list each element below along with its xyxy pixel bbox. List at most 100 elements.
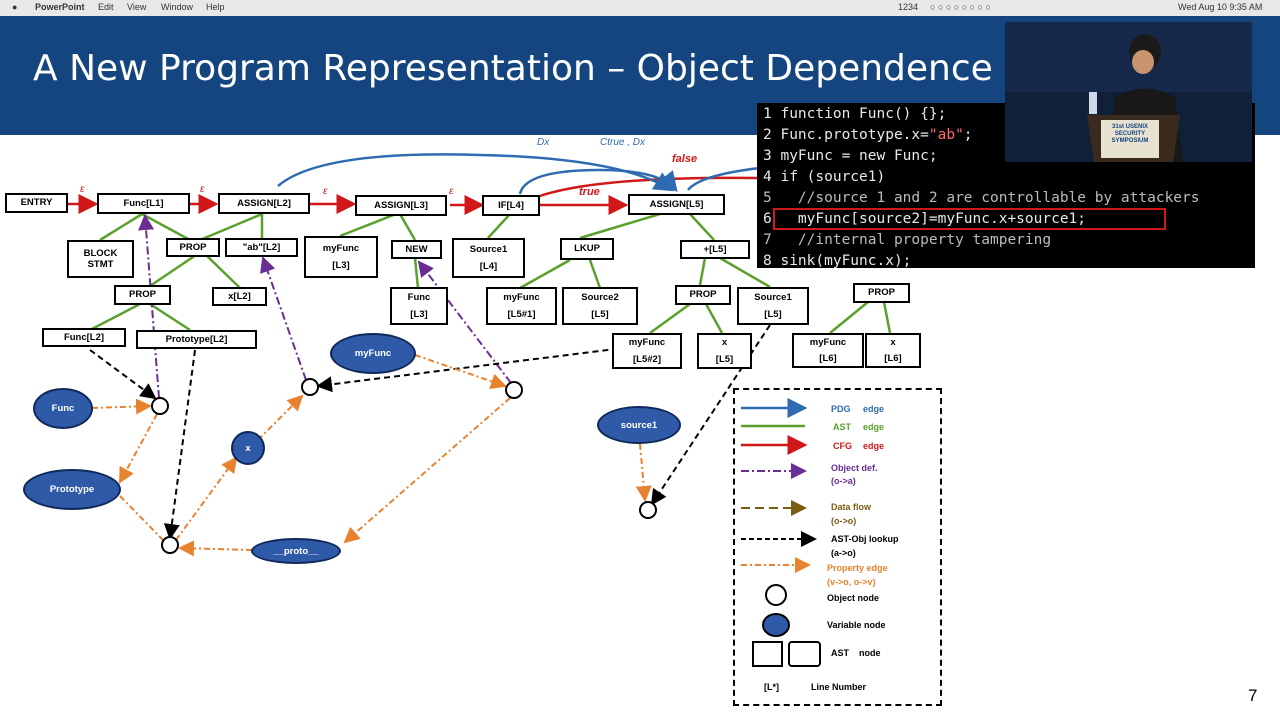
legend-cfg-edge: edge	[863, 441, 885, 451]
code-line-text: sink(myFunc.x);	[780, 253, 912, 269]
code-line-num: 7	[763, 232, 772, 248]
code-line-text: ;	[963, 127, 973, 143]
node-new: NEW	[391, 240, 442, 259]
legend-astnode-2: node	[859, 648, 881, 658]
legend-linenum: Line Number	[811, 682, 867, 692]
input-status[interactable]: 1234	[898, 2, 919, 12]
code-line-4: 4 if (source1)	[763, 169, 885, 185]
code-line-3: 3 myFunc = new Func;	[763, 148, 938, 164]
source2-text: Source2	[581, 292, 619, 304]
menu-help[interactable]: Help	[206, 2, 225, 12]
node-myfunc-l3: myFunc [L3]	[304, 236, 378, 278]
legend-objdef-sub: (o->a)	[831, 476, 856, 486]
node-source1-l4: Source1 [L4]	[452, 238, 525, 278]
status-icons[interactable]: ○ ○ ○ ○ ○ ○ ○ ○	[930, 2, 991, 12]
menu-clock[interactable]: Wed Aug 10 9:35 AM	[1178, 2, 1263, 12]
code-line-text: Func.prototype.x=	[780, 127, 929, 143]
code-line-num: 3	[763, 148, 772, 164]
legend-objnode: Object node	[827, 593, 880, 603]
cfg-edges	[68, 176, 761, 215]
legend: PDG edge AST edge CFG edge Object def. (…	[733, 388, 942, 706]
node-prop-4: PROP	[853, 283, 910, 303]
l5-2-text: [L5#2]	[633, 353, 661, 365]
code-line-6: 6 myFunc[source2]=myFunc.x+source1;	[763, 211, 1086, 227]
myfunc-l5-text: myFunc	[503, 292, 540, 304]
legend-symbols	[741, 398, 821, 667]
node-assign-l3: ASSIGN[L3]	[355, 195, 447, 216]
l5-text: [L5]	[591, 308, 609, 320]
legend-astobj-sub: (a->o)	[831, 548, 856, 558]
legend-ast: AST	[833, 422, 851, 432]
func-text: Func	[407, 292, 431, 304]
node-myfunc-l5-1: myFunc [L5#1]	[486, 287, 557, 325]
code-line-num: 8	[763, 253, 772, 269]
dx-label: Dx	[537, 137, 550, 148]
legend-varnode: Variable node	[827, 620, 886, 630]
object-nodes	[151, 378, 657, 554]
var-prototype: Prototype	[23, 469, 121, 510]
true-label: true	[579, 186, 600, 198]
l6b-text: [L6]	[884, 353, 902, 364]
legend-ast-edge: edge	[863, 422, 885, 432]
stmt-text: STMT	[87, 259, 114, 270]
node-myfunc-l6: myFunc [L6]	[792, 333, 864, 368]
node-source2-l5: Source2 [L5]	[562, 287, 638, 325]
x-l6-text: x	[890, 336, 896, 348]
var-x: x	[231, 431, 265, 465]
node-func-l1: Func[L1]	[97, 193, 190, 214]
ast-edges	[89, 212, 892, 335]
node-func-l3: Func [L3]	[390, 287, 448, 325]
node-prop-2: PROP	[114, 285, 171, 305]
node-assign-l2: ASSIGN[L2]	[218, 193, 310, 214]
node-prototype-l2: Prototype[L2]	[136, 330, 257, 349]
legend-astobj: AST-Obj lookup	[831, 534, 899, 544]
legend-cfg: CFG	[833, 441, 852, 451]
myfunc-text: myFunc	[322, 242, 360, 254]
legend-objdef: Object def.	[831, 463, 878, 473]
menu-view[interactable]: View	[127, 2, 147, 12]
node-source1-l5: Source1 [L5]	[737, 287, 809, 325]
code-line-num: 1	[763, 106, 772, 122]
code-line-7: 7 //internal property tampering	[763, 232, 1051, 248]
legend-dataflow: Data flow	[831, 502, 872, 512]
source1b-text: Source1	[754, 292, 792, 304]
code-line-num: 2	[763, 127, 772, 143]
l3-text: [L3]	[332, 260, 350, 271]
l5c-text: [L5]	[715, 353, 734, 365]
code-line-num: 5	[763, 190, 772, 206]
apple-icon[interactable]: ●	[12, 2, 18, 12]
eps-label-1: ε	[80, 184, 85, 195]
code-line-8: 8 sink(myFunc.x);	[763, 253, 911, 269]
legend-pdg-edge: edge	[863, 404, 885, 414]
speaker-video: 31st USENIX SECURITY SYMPOSIUM	[1005, 22, 1252, 162]
code-line-text: //source 1 and 2 are controllable by att…	[780, 190, 1200, 206]
node-x-l2: x[L2]	[212, 287, 267, 306]
podium-sign: 31st USENIX SECURITY SYMPOSIUM	[1111, 124, 1149, 145]
menu-window[interactable]: Window	[161, 2, 194, 12]
false-label: false	[672, 153, 698, 165]
code-line-num: 6	[763, 211, 772, 227]
property-edges	[91, 354, 652, 557]
legend-dataflow-sub: (o->o)	[831, 516, 857, 526]
legend-propedge-sub: (v->o, o->v)	[827, 577, 876, 587]
var-func: Func	[33, 388, 93, 429]
code-line-text: myFunc[source2]=myFunc.x+source1;	[780, 211, 1087, 227]
legend-linenum-sym: [L*]	[764, 682, 779, 692]
node-ab-l2: "ab"[L2]	[225, 238, 298, 257]
menu-bar: ● PowerPoint Edit View Window Help 1234 …	[0, 0, 1280, 16]
code-line-text: if (source1)	[780, 169, 886, 185]
code-line-text: //internal property tampering	[780, 232, 1052, 248]
node-plus-l5: +[L5]	[680, 240, 750, 259]
menu-edit[interactable]: Edit	[98, 2, 114, 12]
l5b-text: [L5]	[764, 308, 782, 320]
code-line-text: function Func() {};	[780, 106, 947, 122]
node-lkup: LKUP	[560, 238, 614, 260]
speaker-scene	[1005, 22, 1252, 162]
node-myfunc-l5-2: myFunc [L5#2]	[612, 333, 682, 369]
node-x-l5: x [L5]	[697, 333, 752, 369]
x-text: x	[721, 337, 728, 349]
legend-astnode: AST	[831, 648, 849, 658]
eps-label-4: ε	[449, 186, 454, 197]
menu-app-name[interactable]: PowerPoint	[35, 2, 85, 12]
l5-1-text: [L5#1]	[507, 308, 536, 320]
